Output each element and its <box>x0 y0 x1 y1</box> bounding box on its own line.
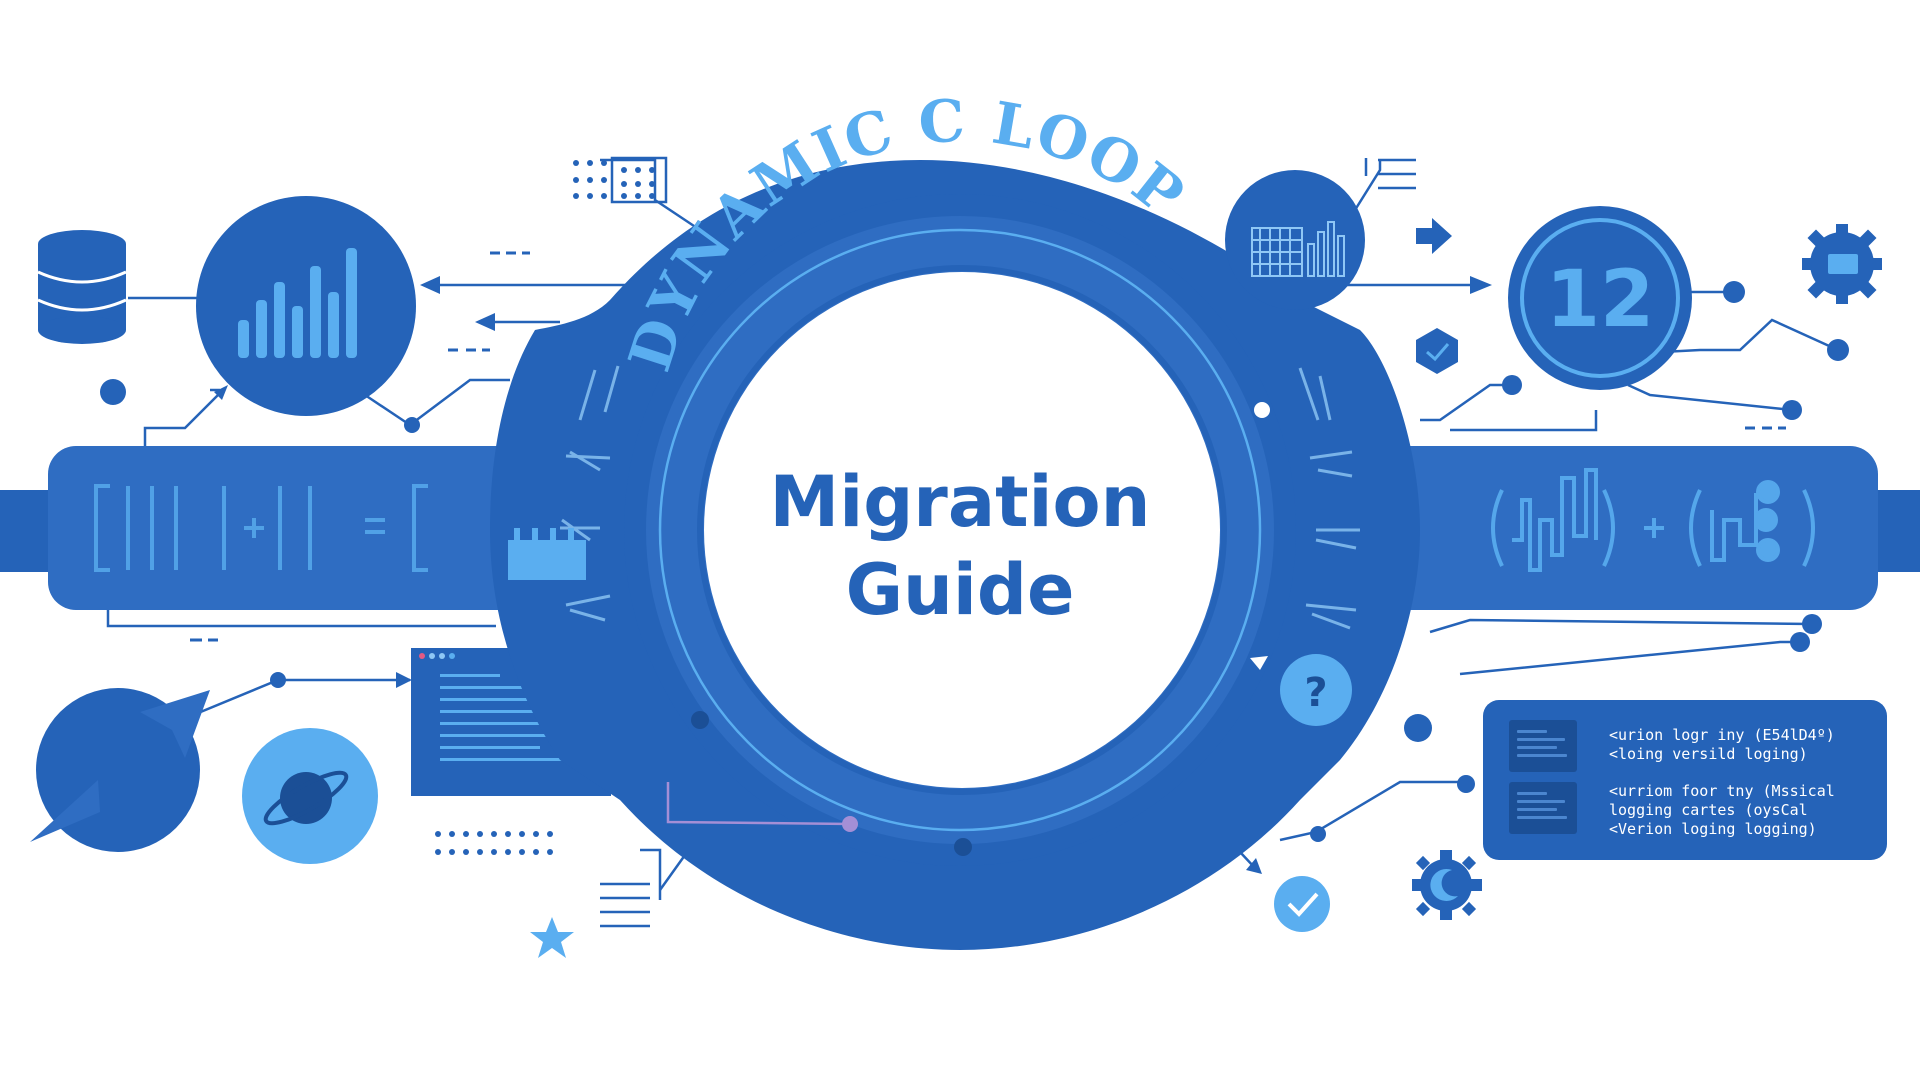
grid-chart-icon <box>1225 170 1365 310</box>
ring-arrow-marker <box>1250 656 1268 670</box>
network-icon <box>1689 480 1815 567</box>
star-icon <box>530 917 574 958</box>
dash-marks <box>190 251 1786 642</box>
shield-check-icon <box>1416 328 1458 374</box>
code-log-panel: <urion logr iny (E54lD4º) <loing versild… <box>1483 700 1887 860</box>
list-icon-bottom <box>600 882 650 928</box>
database-icon <box>37 230 127 344</box>
help-glyph: ? <box>1304 670 1327 716</box>
list-icon-top <box>1364 158 1416 190</box>
waveform-icon <box>1491 468 1664 572</box>
bar-chart-icon <box>196 196 416 416</box>
right-arrowheads <box>1246 276 1849 874</box>
calendar-icon <box>508 528 586 580</box>
moon-gear-icon <box>1412 850 1482 920</box>
dot-grid-bottom <box>435 831 553 855</box>
rocket-icon <box>30 690 210 842</box>
code-line: logging cartes (oysCal <box>1609 801 1808 819</box>
badge-number: 12 <box>1546 255 1655 345</box>
page-title-line-1: Migration <box>769 461 1151 543</box>
code-line: <urriom foor tny (Mssical <box>1609 782 1835 800</box>
code-thumbnail <box>1509 782 1577 834</box>
question-icon: ? <box>1280 654 1352 726</box>
arrow-right-icon <box>1416 218 1452 254</box>
page-title-line-2: Guide <box>845 549 1075 631</box>
code-line: <urion logr iny (E54lD4º) <box>1609 726 1835 744</box>
dot-grid-top <box>573 156 668 204</box>
band-left-glyphs <box>94 484 428 572</box>
code-line: <Verion loging logging) <box>1609 820 1817 838</box>
planet-icon <box>242 728 378 864</box>
number-badge: 12 <box>1508 206 1692 390</box>
code-line: <loing versild loging) <box>1609 745 1808 763</box>
gear-icon <box>1802 224 1882 304</box>
code-thumbnail <box>1509 720 1577 772</box>
check-circle-icon <box>1274 876 1330 932</box>
